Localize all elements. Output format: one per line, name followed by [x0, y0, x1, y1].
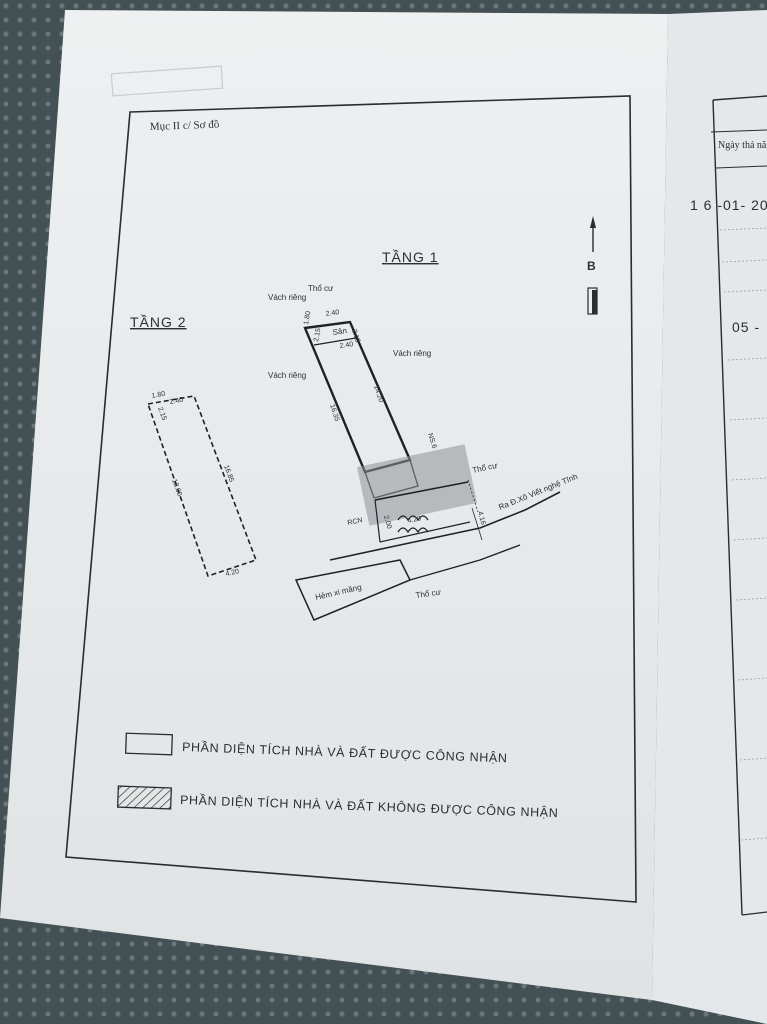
- floor2-dim-top-mid: 2.40: [169, 397, 184, 406]
- legend-recognized-text: PHẦN DIỆN TÍCH NHÀ VÀ ĐẤT ĐƯỢC CÔNG NHẬN: [182, 739, 508, 765]
- floor1-dim-top-left: 1.80: [303, 311, 312, 326]
- floor1-road-label: Ra Đ.Xô Viết nghệ Tĩnh: [497, 472, 578, 512]
- north-arrow: B: [587, 216, 598, 315]
- floor1-right-wall: Vách riêng: [393, 349, 431, 358]
- floor1-plan: [294, 320, 561, 621]
- legend: [116, 732, 174, 810]
- side-page-date-2: 05 -: [732, 319, 760, 335]
- side-page-table: [710, 95, 767, 916]
- floor1-right-neighbor: Thổ cư: [472, 461, 499, 475]
- legend-box-recognized: [124, 732, 174, 756]
- floor1-bottom-neighbor: Thổ cư: [415, 587, 442, 600]
- floor1-top-neighbor: Thổ cư: [308, 284, 334, 293]
- legend-not-recognized-text: PHẦN DIỆN TÍCH NHÀ VÀ ĐẤT KHÔNG ĐƯỢC CÔN…: [180, 792, 559, 820]
- legend-box-not-recognized: [116, 785, 173, 810]
- floor1-alley-label: Hẻm xi măng: [314, 583, 362, 602]
- floor2-dim-top-left: 1.80: [151, 391, 166, 400]
- floor2-dim-left-length: 18.00: [170, 478, 183, 497]
- floor1-dim-right-lower: NS.6: [426, 432, 437, 449]
- side-page-header: Ngày thá năm: [718, 140, 767, 151]
- floor1-front-width: 4.20: [407, 515, 422, 525]
- floor2-dim-bottom: 4.20: [225, 568, 240, 578]
- redacted-area: [356, 444, 478, 526]
- floor1-road-width: 4.16: [476, 511, 486, 526]
- floor1-rcn-label: RCN: [347, 517, 363, 527]
- floor1-dim-top-mid: 2.40: [325, 309, 340, 318]
- floor2-label: TẦNG 2: [130, 314, 187, 330]
- floor1-dim-top-right: 2.15: [350, 328, 361, 343]
- floor1-front-setback: 2.00: [382, 515, 392, 530]
- floor1-left-wall-top: Vách riêng: [268, 293, 306, 302]
- faint-stamp: [110, 65, 224, 97]
- floor1-dim-right-length: 14.20: [372, 384, 384, 403]
- floor2-dim-top-inner: 2.15: [156, 406, 167, 421]
- floor1-dim-inner-left: 2.15: [313, 328, 322, 343]
- floor1-label: TẦNG 1: [382, 249, 439, 265]
- floor1-dim-inner-right: 2.40: [339, 341, 354, 350]
- section-label: Mục II c/ Sơ đồ: [150, 119, 220, 133]
- floor2-plan: [146, 395, 258, 578]
- floor1-left-wall: Vách riêng: [268, 371, 306, 380]
- plan-border: [65, 95, 637, 903]
- floor1-yard: Sân: [332, 326, 347, 337]
- north-label: B: [587, 259, 596, 273]
- side-page-date-1: 1 6 -01- 20: [690, 197, 767, 213]
